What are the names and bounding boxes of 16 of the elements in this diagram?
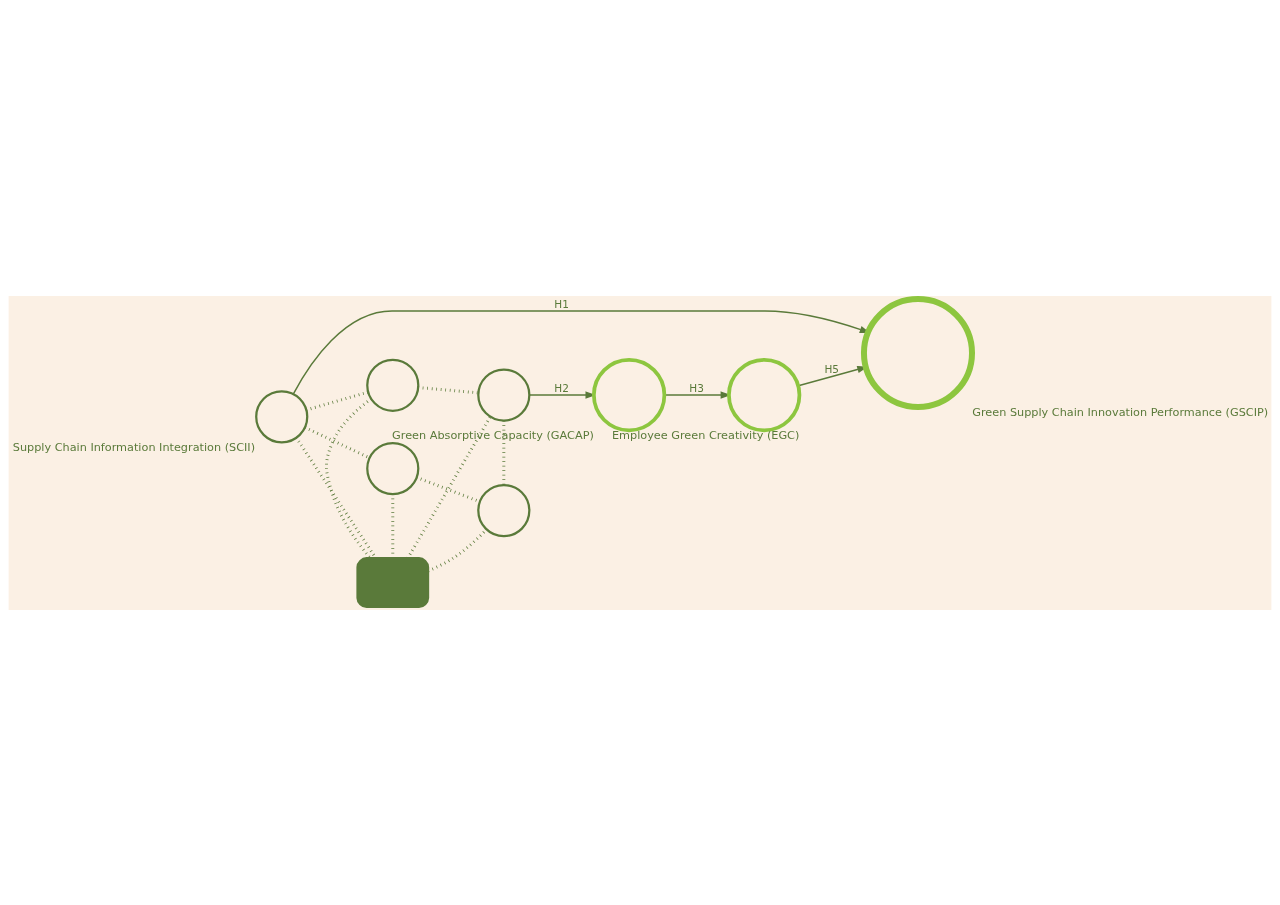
node-label: Green Absorptive Capacity (GACAP)	[392, 428, 594, 442]
node-label: Supply Chain Information Integration (SCII)	[12, 440, 256, 454]
node-circle	[477, 367, 531, 422]
node-label: Employee Green Creativity (EGC)	[611, 428, 800, 442]
node-circle	[255, 389, 309, 443]
node-label: Green Supply Chain Innovation Performance (GSCIP)	[972, 405, 1269, 419]
edge-label: H3	[689, 381, 704, 394]
node-circle	[477, 483, 531, 537]
edge-label: H5	[824, 362, 839, 375]
edge-label: H2	[554, 381, 569, 394]
edge-label: H1	[554, 297, 569, 310]
node-circle	[366, 441, 420, 495]
node-box	[356, 556, 430, 608]
node-circle	[592, 357, 667, 432]
node-circle	[366, 358, 420, 412]
node-circle	[727, 357, 802, 432]
